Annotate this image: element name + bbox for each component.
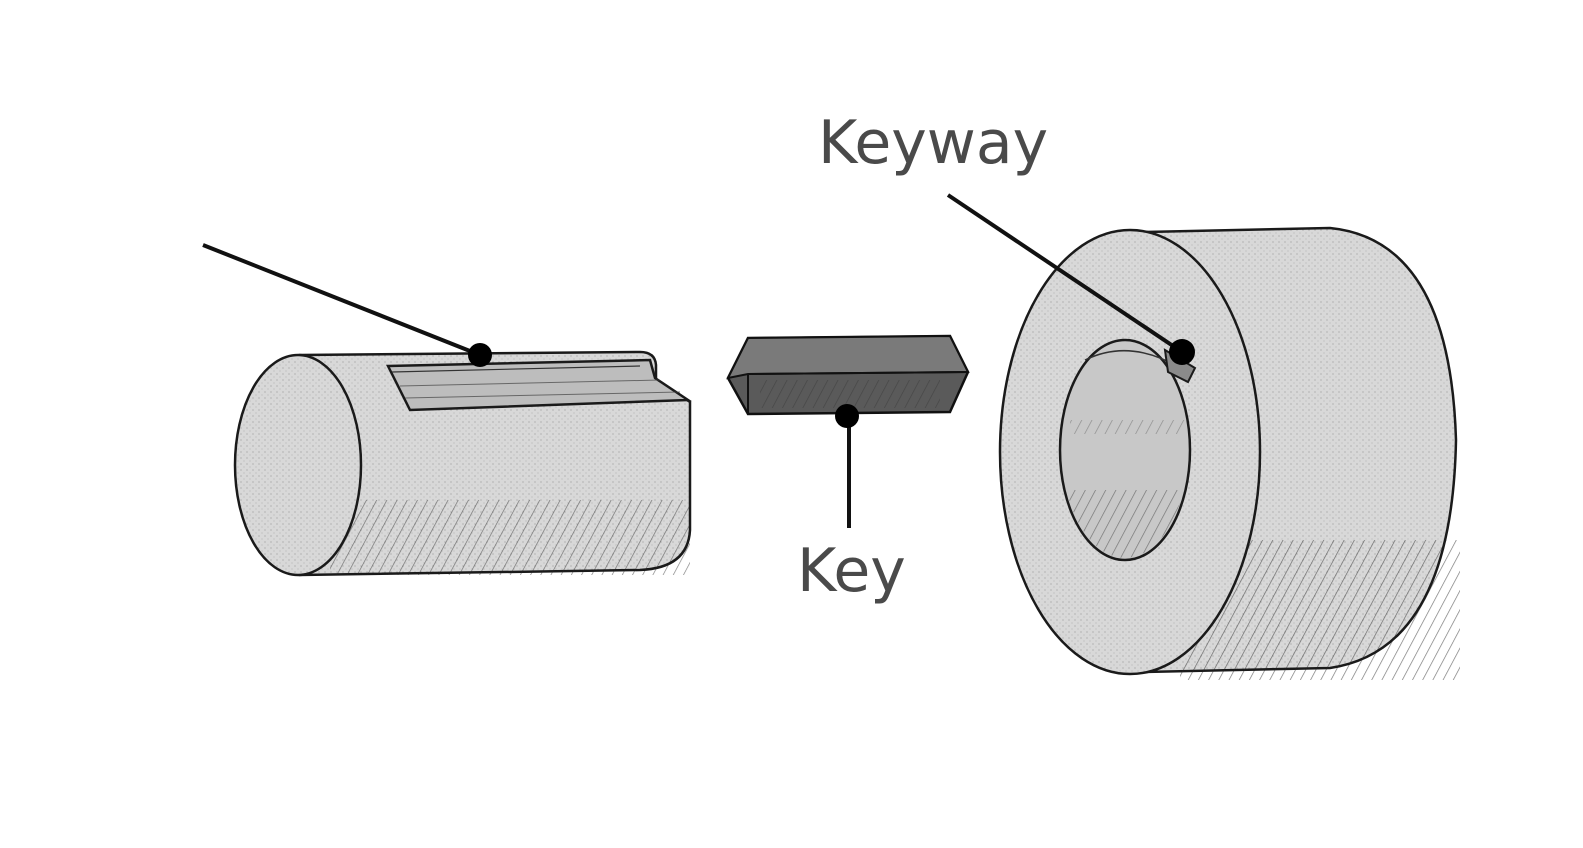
- shaft-keyway-leader: [202, 243, 481, 357]
- key-part: [726, 334, 970, 416]
- key-label: Key: [797, 536, 906, 606]
- keyway-leader: [946, 193, 1184, 354]
- hub: [998, 226, 1460, 680]
- shaft-keyway-slot: [386, 358, 692, 412]
- key-dot: [835, 404, 859, 428]
- keyway-label: Keyway: [818, 108, 1049, 178]
- leader-lines: [202, 193, 1195, 528]
- shaft-keyway-dot: [468, 343, 492, 367]
- keyway-dot: [1169, 339, 1195, 365]
- shaft-end-face: [233, 353, 363, 577]
- shaft: [233, 350, 692, 577]
